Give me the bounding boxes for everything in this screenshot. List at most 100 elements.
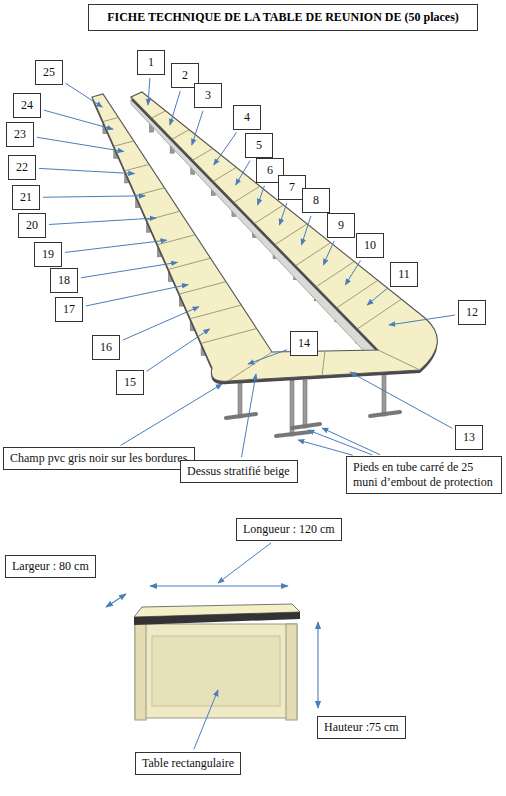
pvc-edge xyxy=(134,612,300,625)
leg xyxy=(286,624,297,720)
callout-text: 9 xyxy=(333,218,349,233)
leader-line xyxy=(322,428,380,455)
callout-box: Largeur : 80 cm xyxy=(5,555,96,578)
leader-line xyxy=(345,261,360,285)
leader-line xyxy=(389,315,455,325)
table-joint xyxy=(136,188,165,196)
callout-box: Dessus stratifié beige xyxy=(180,460,298,483)
callout-text: 6 xyxy=(262,163,278,178)
table-joint xyxy=(114,141,134,146)
table-joint xyxy=(337,280,378,308)
height-arrow xyxy=(317,622,318,708)
callout-text: 22 xyxy=(14,160,30,175)
table-joint xyxy=(201,329,257,344)
callout-text: 5 xyxy=(251,138,267,153)
callout-text: 23 xyxy=(12,127,28,142)
table-leg xyxy=(303,380,307,428)
callout-number: 9 xyxy=(327,213,355,238)
leader-line xyxy=(43,196,145,197)
callout-text: Longueur : 120 cm xyxy=(243,522,335,537)
table-joint xyxy=(193,149,213,161)
leader-line xyxy=(39,168,135,173)
length-arrow xyxy=(150,585,288,586)
meeting-table xyxy=(92,92,437,436)
leader-line xyxy=(242,374,256,457)
table-joint xyxy=(125,164,149,171)
table-joint xyxy=(228,352,272,381)
leader-line xyxy=(350,372,452,428)
callout-number: 3 xyxy=(194,83,222,108)
callout-number: 12 xyxy=(458,300,486,325)
callout-number: 14 xyxy=(290,331,318,356)
callout-box: Hauteur :75 cm xyxy=(317,716,406,739)
leg-foot xyxy=(226,414,256,418)
callout-text: 14 xyxy=(296,336,312,351)
callout-number: 19 xyxy=(34,242,62,267)
leg-foot xyxy=(292,424,320,428)
leader-line xyxy=(192,111,203,145)
leader-line xyxy=(81,262,177,277)
callout-number: 24 xyxy=(13,93,41,118)
table-joint xyxy=(172,130,189,140)
callout-number: 25 xyxy=(35,60,63,85)
callout-number: 21 xyxy=(12,185,40,210)
leader-line xyxy=(248,350,287,364)
leader-line xyxy=(86,285,188,306)
callout-number: 4 xyxy=(233,105,261,130)
width-arrow xyxy=(106,594,126,607)
callout-text: 13 xyxy=(461,430,477,445)
callout-box: Longueur : 120 cm xyxy=(236,518,342,541)
callout-number: 16 xyxy=(92,335,120,360)
table-leg xyxy=(238,382,242,418)
leader-line xyxy=(367,288,388,305)
leader-line xyxy=(194,690,218,749)
leader-line xyxy=(308,430,372,455)
callout-text: Largeur : 80 cm xyxy=(12,559,89,574)
table-joint xyxy=(255,205,284,224)
table-body xyxy=(135,624,297,718)
leader-line xyxy=(123,307,199,340)
callout-text: Pieds en tube carré de 25 muni d’embout … xyxy=(353,460,495,490)
callout-number: 17 xyxy=(55,297,83,322)
leader-line xyxy=(49,218,156,224)
callout-number: 1 xyxy=(137,50,165,75)
callout-number: 22 xyxy=(8,155,36,180)
callout-text: 20 xyxy=(24,218,40,233)
callout-number: 11 xyxy=(390,262,418,287)
callout-text: 25 xyxy=(41,65,57,80)
callout-text: 4 xyxy=(239,110,255,125)
leader-line xyxy=(236,161,250,185)
table-joint xyxy=(147,211,180,220)
callout-number: 13 xyxy=(455,425,483,450)
table-joint xyxy=(179,282,226,294)
leader-line xyxy=(298,440,353,455)
callout-text: Dessus stratifié beige xyxy=(187,464,291,479)
table-joint xyxy=(152,111,166,118)
leader-line xyxy=(323,241,334,265)
callout-text: 1 xyxy=(143,55,159,70)
title-box: FICHE TECHNIQUE DE LA TABLE DE REUNION D… xyxy=(88,4,478,31)
callout-number: 20 xyxy=(18,213,46,238)
table-joint xyxy=(322,351,325,376)
callout-number: 23 xyxy=(6,122,34,147)
title: FICHE TECHNIQUE DE LA TABLE DE REUNION D… xyxy=(93,10,473,25)
leg-foot xyxy=(370,412,400,416)
leader-line xyxy=(148,78,150,105)
leader-line xyxy=(279,203,286,225)
leader-line xyxy=(301,216,311,245)
callout-text: 8 xyxy=(308,193,324,208)
leg-foot xyxy=(276,432,310,436)
leader-line xyxy=(37,137,124,151)
leader-line xyxy=(44,110,113,129)
callout-text: 18 xyxy=(56,273,72,288)
leader-line xyxy=(218,543,271,583)
leg xyxy=(135,624,146,720)
callout-text: Hauteur :75 cm xyxy=(324,720,399,735)
callout-text: 15 xyxy=(122,375,138,390)
rectangular-table xyxy=(134,604,300,720)
dimension-arrows xyxy=(106,586,318,708)
callout-text: 17 xyxy=(61,302,77,317)
callout-number: 18 xyxy=(50,268,78,293)
callout-number: 15 xyxy=(116,370,144,395)
